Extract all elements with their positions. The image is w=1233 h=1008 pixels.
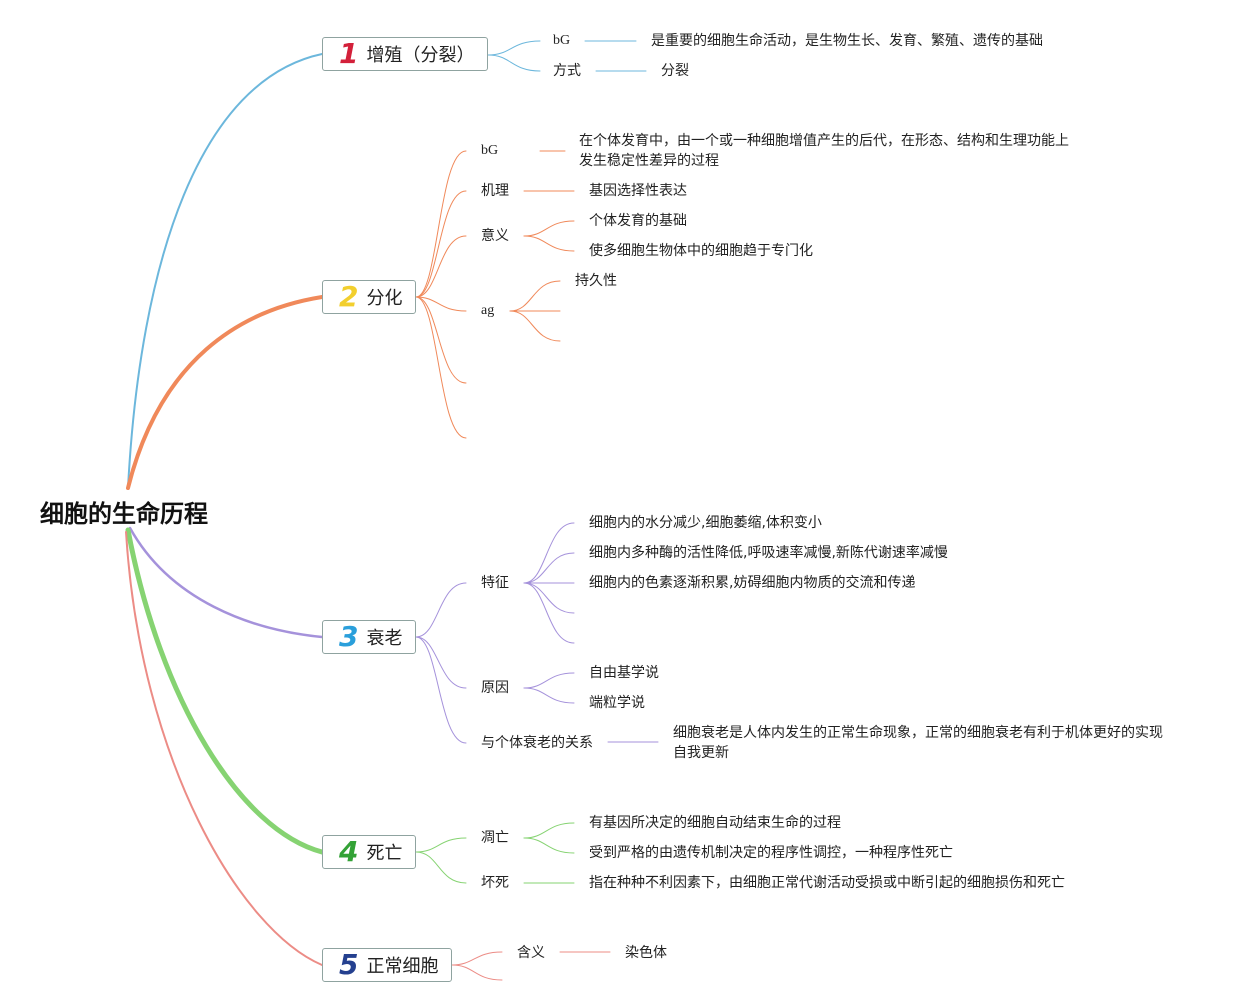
link-diff-1 — [415, 190, 467, 298]
link-death-necrosis — [415, 851, 467, 884]
subtopic-proliferation-method[interactable]: 方式 — [553, 63, 581, 79]
detail-death-apoptosis-2[interactable]: 受到严格的由遗传机制决定的程序性调控，一种程序性死亡 — [589, 845, 953, 861]
subtopic-death-apoptosis[interactable]: 凋亡 — [481, 830, 509, 846]
link-diff-ag-1 — [509, 280, 561, 312]
link-death-apoptosis-2 — [523, 837, 575, 854]
branch-aging[interactable]: 3 衰老 — [322, 620, 416, 654]
link-aging-features — [415, 582, 467, 638]
branch-label: 正常细胞 — [366, 956, 439, 977]
subtopic-differentiation-ag[interactable]: ag — [481, 303, 495, 318]
link-aging-cause-2 — [523, 687, 575, 704]
number-3-icon: 3 — [339, 620, 359, 653]
branch-label: 衰老 — [366, 628, 403, 649]
subtopic-differentiation-bg[interactable]: bG — [481, 143, 499, 158]
root-link-3 — [128, 526, 324, 639]
detail-proliferation-bg[interactable]: 是重要的细胞生命活动，是生物生长、发育、繁殖、遗传的基础 — [651, 33, 1043, 49]
root-link-5 — [125, 531, 323, 966]
link-aging-causes — [415, 636, 467, 689]
detail-aging-cause-2[interactable]: 端粒学说 — [589, 695, 645, 711]
link-normal-meaning — [451, 951, 503, 966]
branch-proliferation[interactable]: 1 增殖（分裂） — [322, 37, 488, 71]
link-normal-empty — [451, 964, 503, 981]
link-diff-sig-1 — [523, 220, 575, 237]
detail-differentiation-significance-2[interactable]: 使多细胞生物体中的细胞趋于专门化 — [589, 243, 813, 259]
detail-aging-relation-line2[interactable]: 自我更新 — [673, 745, 729, 761]
detail-proliferation-method[interactable]: 分裂 — [661, 63, 689, 79]
detail-aging-feature-2[interactable]: 细胞内多种酶的活性降低,呼吸速率减慢,新陈代谢速率减慢 — [589, 545, 948, 561]
detail-aging-feature-3[interactable]: 细胞内的色素逐渐积累,妨碍细胞内物质的交流和传递 — [589, 575, 916, 591]
link-diff-2 — [415, 235, 467, 298]
link-diff-3 — [415, 296, 467, 312]
branch-differentiation[interactable]: 2 分化 — [322, 280, 416, 314]
detail-aging-feature-1[interactable]: 细胞内的水分减少,细胞萎缩,体积变小 — [589, 515, 822, 531]
subtopic-differentiation-mechanism[interactable]: 机理 — [481, 183, 509, 199]
number-1-icon: 1 — [339, 37, 359, 70]
detail-death-apoptosis-1[interactable]: 有基因所决定的细胞自动结束生命的过程 — [589, 815, 841, 831]
subtopic-aging-features[interactable]: 特征 — [481, 575, 509, 591]
detail-differentiation-bg-line1[interactable]: 在个体发育中，由一个或一种细胞增值产生的后代，在形态、结构和生理功能上 — [579, 133, 1069, 149]
link-diff-4 — [415, 296, 467, 384]
detail-differentiation-bg-line2[interactable]: 发生稳定性差异的过程 — [579, 153, 719, 169]
number-5-icon: 5 — [339, 948, 359, 981]
subtopic-proliferation-bg[interactable]: bG — [553, 33, 571, 48]
link-aging-feature-4 — [523, 582, 575, 644]
root-topic[interactable]: 细胞的生命历程 — [40, 500, 208, 528]
detail-aging-relation-line1[interactable]: 细胞衰老是人体内发生的正常生命现象，正常的细胞衰老有利于机体更好的实现 — [673, 725, 1163, 741]
detail-normal-cell-chromosome[interactable]: 染色体 — [625, 945, 667, 961]
number-4-icon: 4 — [339, 835, 359, 868]
detail-death-necrosis[interactable]: 指在种种不利因素下，由细胞正常代谢活动受损或中断引起的细胞损伤和死亡 — [589, 875, 1065, 891]
root-link-4 — [125, 527, 325, 855]
detail-differentiation-significance-1[interactable]: 个体发育的基础 — [589, 213, 687, 229]
subtopic-death-necrosis[interactable]: 坏死 — [481, 875, 509, 891]
link-prolif-bg — [487, 40, 541, 56]
number-2-icon: 2 — [339, 280, 359, 313]
link-death-apoptosis — [415, 837, 467, 853]
detail-differentiation-persistence[interactable]: 持久性 — [575, 273, 617, 289]
branch-death[interactable]: 4 死亡 — [322, 835, 416, 869]
link-aging-relation — [415, 636, 467, 744]
link-diff-5 — [415, 296, 467, 439]
detail-differentiation-mechanism[interactable]: 基因选择性表达 — [589, 183, 687, 199]
link-aging-feature-1 — [523, 552, 575, 584]
branch-label: 分化 — [366, 288, 403, 309]
root-link-1 — [127, 53, 323, 489]
subtopic-differentiation-significance[interactable]: 意义 — [481, 228, 509, 244]
link-aging-feature-0 — [523, 522, 575, 584]
branch-label: 增殖（分裂） — [366, 45, 475, 66]
link-diff-0 — [415, 150, 467, 298]
subtopic-aging-relation[interactable]: 与个体衰老的关系 — [481, 735, 593, 751]
link-diff-ag-3 — [509, 310, 561, 342]
branch-label: 死亡 — [366, 843, 403, 864]
detail-aging-cause-1[interactable]: 自由基学说 — [589, 665, 659, 681]
link-prolif-method — [487, 54, 541, 72]
branch-normal-cell[interactable]: 5 正常细胞 — [322, 948, 452, 982]
root-link-2 — [126, 295, 324, 490]
link-aging-feature-3 — [523, 582, 575, 614]
subtopic-aging-causes[interactable]: 原因 — [481, 680, 509, 696]
subtopic-normal-cell-meaning[interactable]: 含义 — [517, 945, 545, 961]
link-diff-sig-2 — [523, 235, 575, 252]
link-aging-cause-1 — [523, 672, 575, 689]
link-death-apoptosis-1 — [523, 822, 575, 839]
